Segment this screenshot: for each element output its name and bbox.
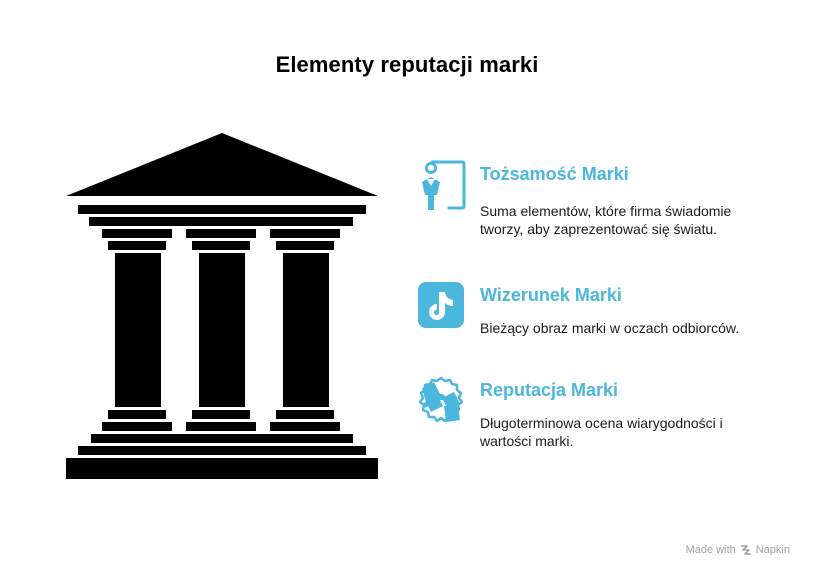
page-title: Elementy reputacji marki (275, 52, 539, 77)
footer: Made with Napkin (686, 544, 790, 556)
napkin-logo-icon (740, 545, 751, 555)
person-frame-icon (422, 160, 466, 210)
puzzle-badge-icon (418, 376, 464, 423)
item-description: Bieżący obraz marki w oczach odbiorców. (480, 320, 740, 336)
music-note-icon (418, 282, 464, 328)
napkin-brand-label: Napkin (755, 544, 790, 556)
temple-icon (66, 133, 378, 479)
item-description: Suma elementów, które firma świadomie tw… (480, 203, 732, 237)
item-heading: Wizerunek Marki (480, 285, 622, 305)
made-with-label: Made with (685, 544, 736, 556)
item-heading: Tożsamość Marki (480, 164, 629, 184)
item-description: Długoterminowa ocena wiarygodności i war… (480, 415, 723, 449)
item-heading: Reputacja Marki (480, 380, 619, 400)
